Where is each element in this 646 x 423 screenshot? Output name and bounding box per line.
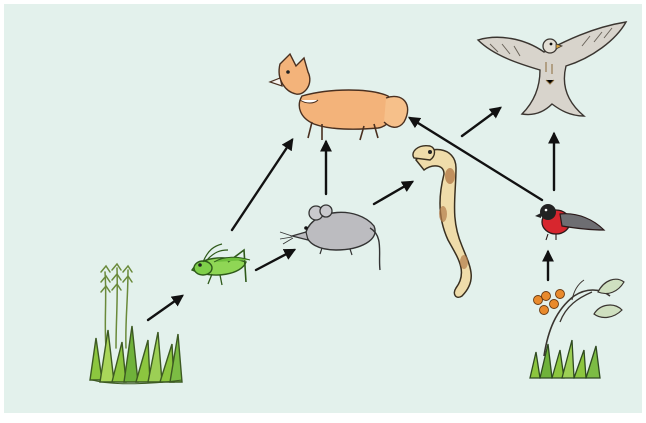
food-web-canvas (4, 4, 642, 413)
diagram-panel (4, 4, 642, 413)
